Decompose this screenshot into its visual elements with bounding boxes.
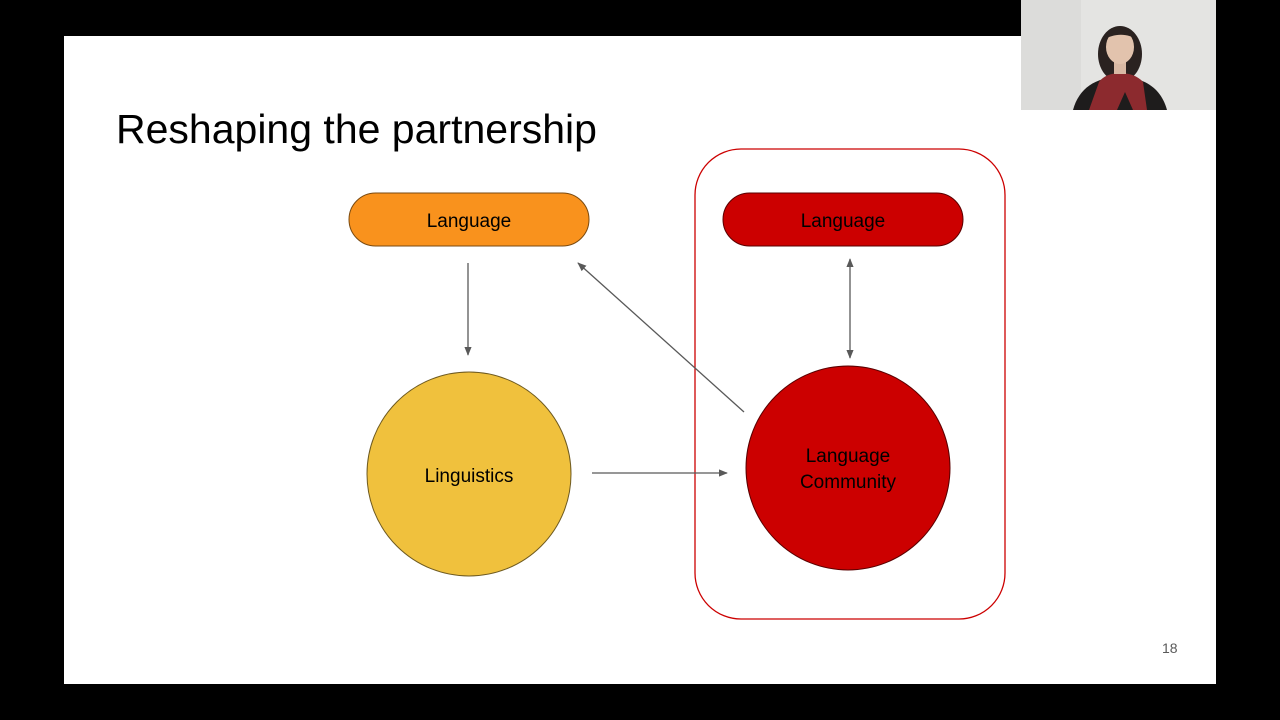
language-node-right: Language [722,192,964,247]
linguistics-node-label: Linguistics [425,466,514,487]
language-node-right-label: Language [801,211,886,232]
language-community-label-line2: Community [800,472,897,493]
language-community-label-line1: Language [806,446,891,467]
person-video-icon [1021,0,1216,110]
language-community-node: Language Community [745,365,951,571]
arrow-community-to-language [577,262,745,413]
page-number: 18 [1162,640,1178,656]
language-node-left: Language [348,192,590,247]
language-node-left-label: Language [427,211,512,232]
slide: Reshaping the partnership Language Langu… [64,36,1216,684]
slide-title: Reshaping the partnership [116,106,597,152]
webcam-overlay [1021,0,1216,110]
community-group-box [694,148,1006,620]
linguistics-node: Linguistics [366,371,572,577]
diagram: Language Language Linguistics Language C… [348,148,1006,620]
